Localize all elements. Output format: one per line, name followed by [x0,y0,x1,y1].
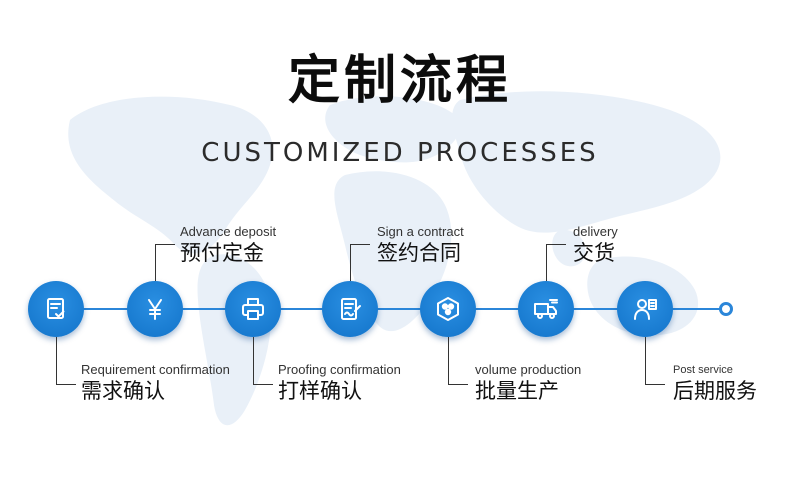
leader-line [253,384,273,385]
step-label-zh: 批量生产 [475,379,559,403]
step-label-zh: 签约合同 [377,241,461,265]
step-label-zh: 打样确认 [278,379,362,403]
leader-line [448,384,468,385]
yen-icon [148,299,162,320]
step-label-delivery: delivery 交货 [573,224,618,266]
step-label-deposit: Advance deposit 预付定金 [180,224,276,266]
step-label-en: Requirement confirmation [81,362,230,377]
leader-line [56,384,76,385]
leader-line [350,244,370,245]
step-label-en: Proofing confirmation [278,362,401,377]
step-node-service [617,281,673,337]
step-label-zh: 预付定金 [180,241,264,265]
step-label-contract: Sign a contract 签约合同 [377,224,464,266]
step-label-production: volume production 批量生产 [475,362,581,404]
leader-line [645,384,665,385]
step-label-service: Post service 后期服务 [673,362,757,404]
service-person-icon [634,299,657,320]
leader-line [253,337,254,385]
printer-icon [242,298,264,320]
step-label-en: volume production [475,362,582,377]
page-subtitle: CUSTOMIZED PROCESSES [201,138,599,168]
step-node-deposit [127,281,183,337]
gear-production-icon [437,297,459,321]
step-node-production [420,281,476,337]
leader-line [645,337,646,385]
step-label-proofing: Proofing confirmation 打样确认 [278,362,401,404]
leader-line [56,337,57,385]
timeline-end-dot [719,302,733,316]
step-node-proofing [225,281,281,337]
timeline-line [30,308,727,310]
step-label-zh: 需求确认 [81,379,165,403]
step-label-en: Post service [673,364,733,376]
step-label-en: Sign a contract [377,224,464,239]
document-check-icon [47,298,65,319]
leader-line [448,337,449,385]
leader-line [155,244,175,245]
step-label-requirement: Requirement confirmation 需求确认 [81,362,230,404]
delivery-truck-icon [534,299,558,319]
step-label-en: Advance deposit [180,224,277,239]
page-title: 定制流程 [287,51,512,111]
step-label-zh: 后期服务 [673,379,757,403]
leader-line [155,244,156,281]
step-label-zh: 交货 [573,241,615,265]
contract-sign-icon [341,298,361,320]
leader-line [546,244,566,245]
leader-line [350,244,351,281]
step-node-delivery [518,281,574,337]
step-node-requirement [28,281,84,337]
step-label-en: delivery [573,224,618,239]
leader-line [546,244,547,281]
step-node-contract [322,281,378,337]
